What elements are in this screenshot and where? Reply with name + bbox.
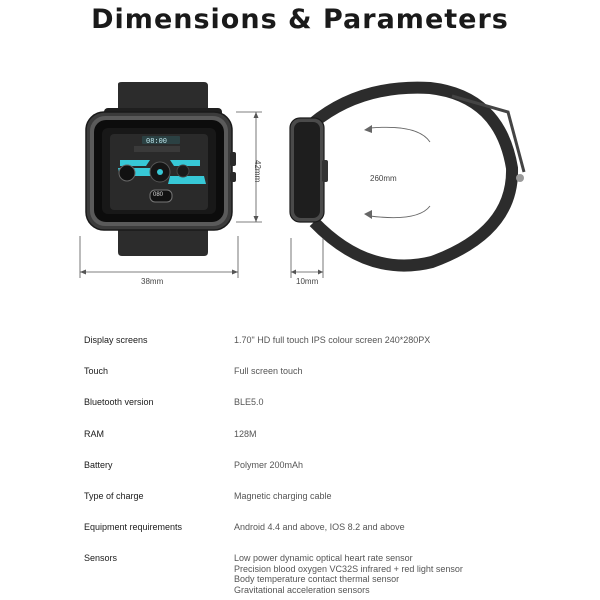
side-button	[230, 172, 236, 182]
spec-value: BLE5.0	[234, 397, 264, 407]
spec-value: Polymer 200mAh	[234, 460, 304, 470]
spec-value-line: Low power dynamic optical heart rate sen…	[234, 553, 413, 563]
spec-label: Touch	[84, 366, 109, 376]
spec-label: Battery	[84, 460, 113, 470]
spec-value: Android 4.4 and above, IOS 8.2 and above	[234, 522, 405, 532]
spec-label: RAM	[84, 429, 104, 439]
spec-value: Magnetic charging cable	[234, 491, 332, 501]
watch-small-text: 080	[153, 192, 164, 198]
spec-label: Bluetooth version	[84, 397, 154, 407]
watch-time-text: 08:00	[146, 138, 168, 146]
crown	[230, 152, 236, 166]
dim-thickness-label: 10mm	[296, 277, 319, 286]
spec-label: Equipment requirements	[84, 522, 183, 532]
spec-value: Full screen touch	[234, 366, 303, 376]
spec-value-line: Gravitational acceleration sensors	[234, 584, 370, 595]
strap-loop	[308, 81, 519, 272]
strap-top	[118, 82, 208, 116]
spec-value-line: Precision blood oxygen VC32S infrared + …	[234, 563, 463, 574]
spec-label: Display screens	[84, 335, 148, 345]
spec-value: 128M	[234, 429, 257, 439]
dim-strap-label: 260mm	[370, 174, 397, 183]
page-title: Dimensions & Parameters	[91, 4, 509, 35]
dim-height-label: 42mm	[253, 160, 262, 183]
spec-label: Sensors	[84, 553, 118, 563]
spec-value-line: Body temperature contact thermal sensor	[234, 574, 400, 584]
dim-width-label: 38mm	[141, 277, 164, 286]
spec-label: Type of charge	[84, 491, 144, 501]
watch-illustration	[79, 81, 526, 278]
spec-value: 1.70" HD full touch IPS colour screen 24…	[234, 335, 431, 345]
